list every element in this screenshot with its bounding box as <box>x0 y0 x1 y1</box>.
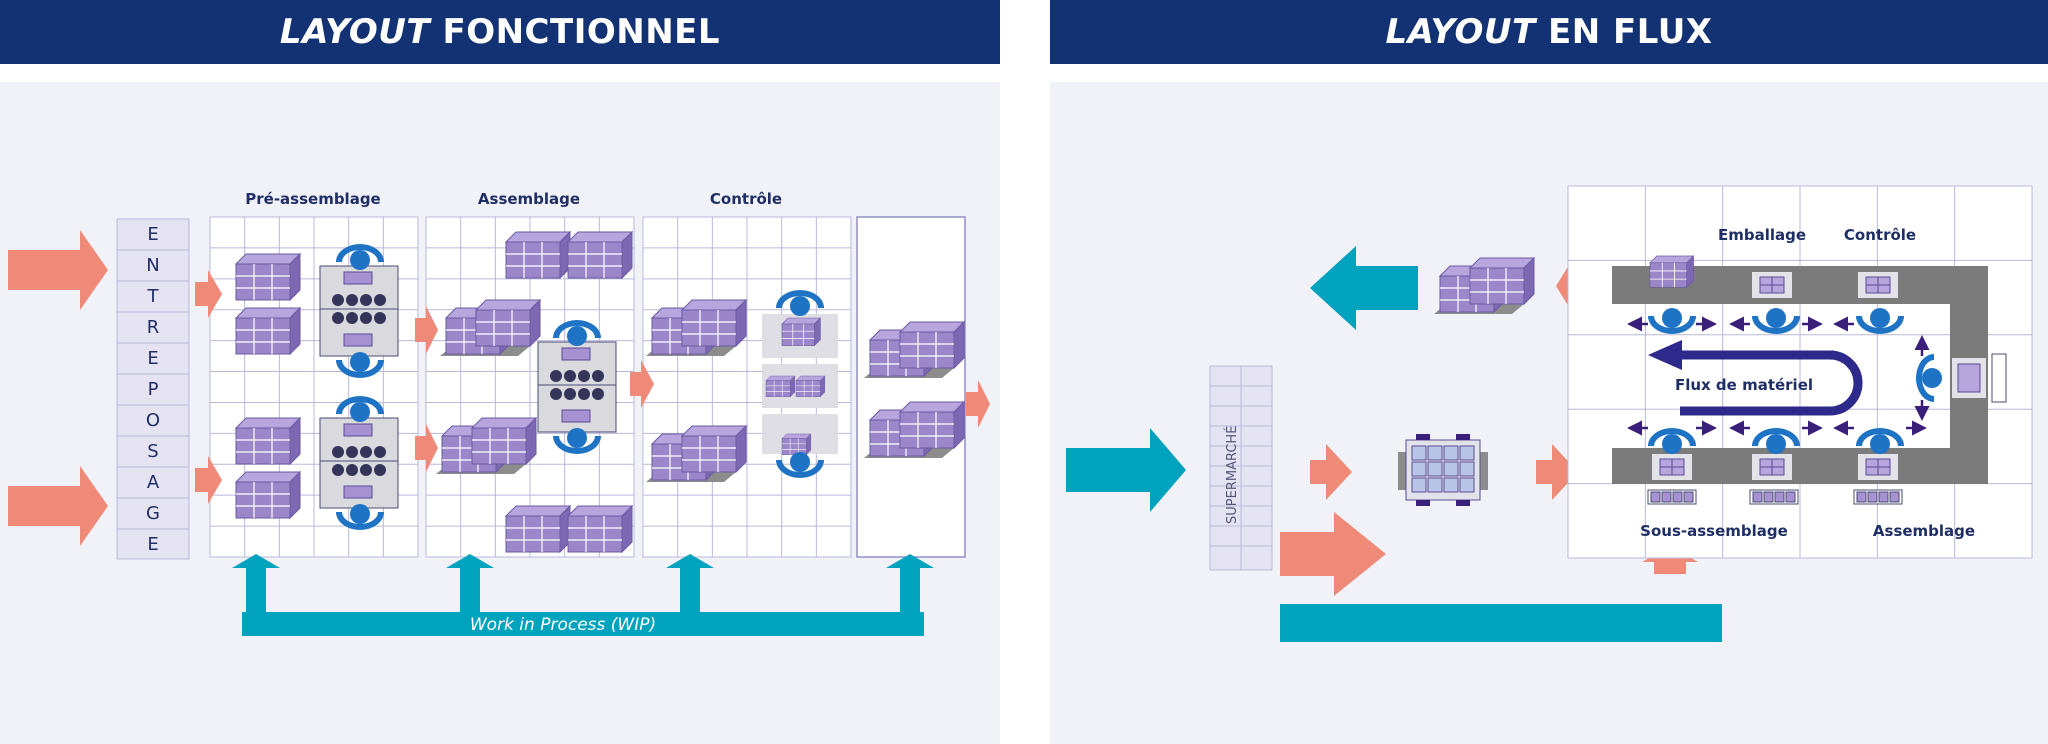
material-flow-arrowhead <box>1648 340 1682 370</box>
material-flow-arrow <box>1680 350 1863 416</box>
control-label: Contrôle <box>1844 226 1916 244</box>
finished-goods-crates <box>1434 258 1534 314</box>
storage-letter: N <box>146 255 159 276</box>
left-title-bar: LAYOUT FONCTIONNEL <box>0 0 1000 64</box>
right-title-rest: EN FLUX <box>1548 12 1713 52</box>
left-title-italic: LAYOUT <box>279 12 431 52</box>
assembly-machine <box>537 341 617 433</box>
supermarket-label: SUPERMARCHÉ <box>1224 426 1240 524</box>
conveyor-stations <box>1651 271 1986 481</box>
storage-letter: A <box>147 472 160 493</box>
control-tables <box>762 314 838 455</box>
storage-letter: P <box>148 379 159 400</box>
storage-letter: S <box>147 441 158 462</box>
right-title-bar: LAYOUT EN FLUX <box>1050 0 2048 64</box>
input-arrow-top <box>8 230 108 310</box>
storage-letter: R <box>147 317 160 338</box>
left-title-rest: FONCTIONNEL <box>442 12 721 52</box>
packaging-crate <box>1649 255 1694 288</box>
wip-label: Work in Process (WIP) <box>470 615 656 635</box>
wip-flow <box>232 554 934 636</box>
kanban-trolley <box>1398 434 1488 506</box>
storage-letter: G <box>146 503 160 524</box>
zone-label-control: Contrôle <box>710 190 782 208</box>
input-arrow-bottom <box>8 466 108 546</box>
subassembly-label: Sous-assemblage <box>1640 522 1788 540</box>
output-arrow <box>1310 246 1418 330</box>
assembly-label: Assemblage <box>1873 522 1975 540</box>
storage-letter: E <box>147 348 158 369</box>
packaging-label: Emballage <box>1718 226 1806 244</box>
storage-letter: T <box>147 286 160 307</box>
material-flow-label: Flux de matériel <box>1675 376 1813 394</box>
storage-letter: E <box>147 224 158 245</box>
output-zone <box>856 216 966 558</box>
supplier-arrow <box>1066 428 1186 512</box>
right-title-italic: LAYOUT <box>1385 12 1536 52</box>
storage-letter: O <box>146 410 160 431</box>
transfer-arrows <box>195 270 990 504</box>
zone-label-preassembly: Pré-assemblage <box>245 190 380 208</box>
part-trays <box>1647 353 2007 505</box>
supply-arrows <box>1280 444 1698 596</box>
storage-letter: E <box>147 534 158 555</box>
supermarket-rack <box>1209 365 1273 571</box>
zone-label-assembly: Assemblage <box>478 190 580 208</box>
operator-movement-arrows <box>1627 316 1930 436</box>
supply-route-bar <box>1280 604 1722 642</box>
